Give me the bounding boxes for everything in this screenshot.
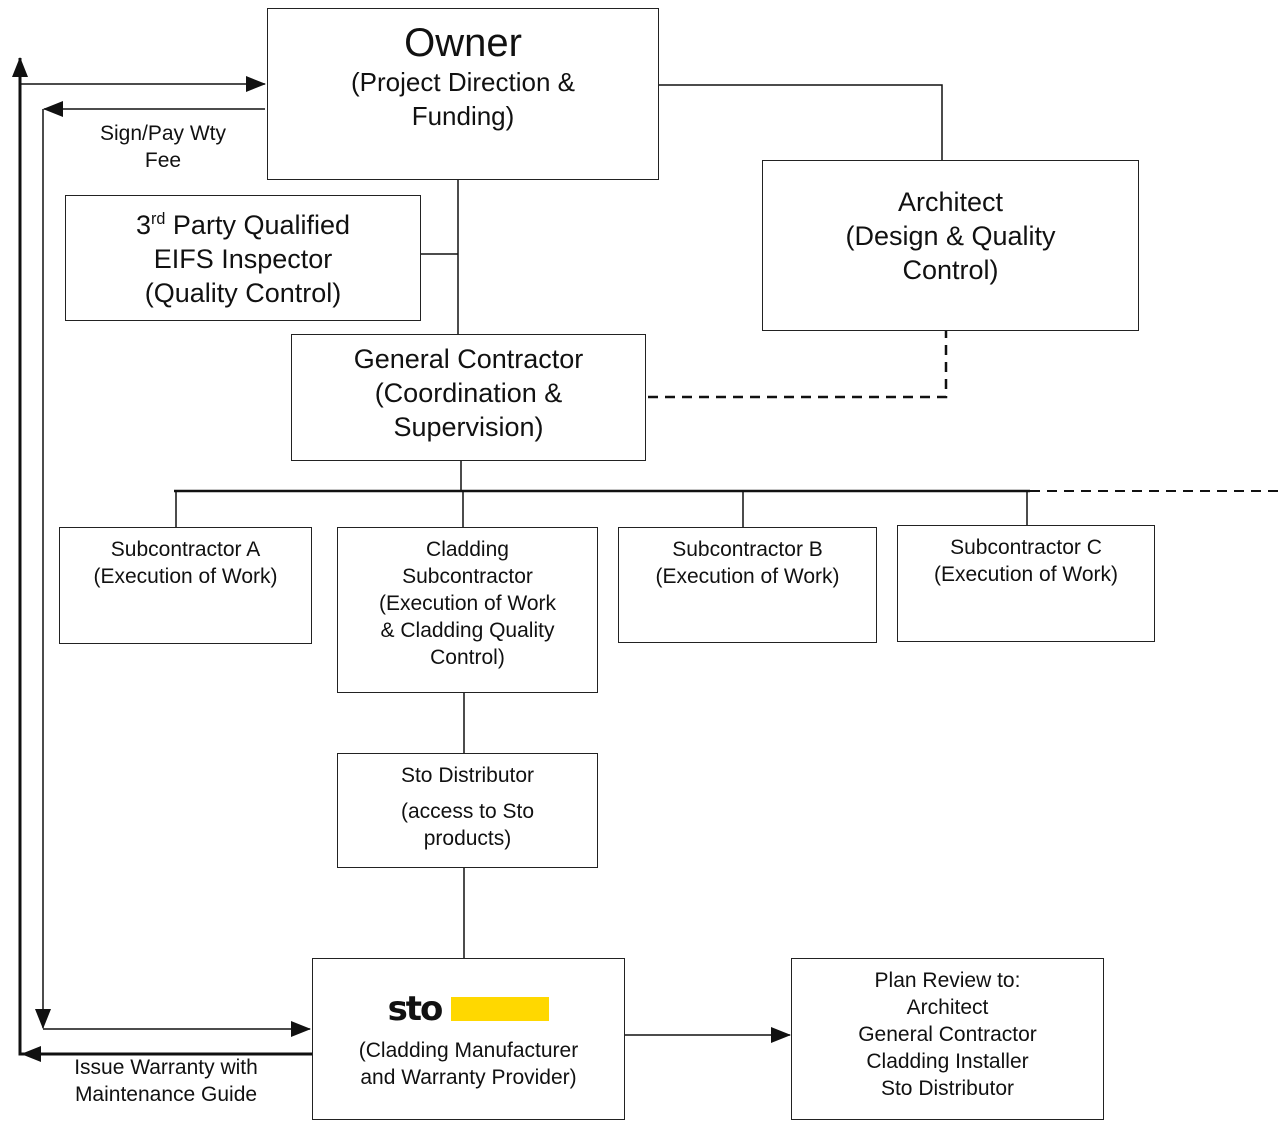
subcontractor-c-text: Subcontractor C (Execution of Work) <box>933 536 1118 586</box>
sto-logo: sto <box>313 989 624 1029</box>
inspector-rest: EIFS Inspector (Quality Control) <box>144 244 342 308</box>
subcontractor-a-text: Subcontractor A (Execution of Work) <box>93 538 278 588</box>
sign-pay-label: Sign/Pay Wty Fee <box>99 122 227 172</box>
owner-architect-line <box>658 84 943 161</box>
sto-logo-bar <box>451 997 550 1021</box>
architect-box: Architect (Design & Quality Control) <box>762 160 1139 331</box>
subcontractor-b-text: Subcontractor B (Execution of Work) <box>655 538 840 588</box>
architect-subtitle: (Design & Quality Control) <box>845 221 1056 285</box>
subcontractor-b-box: Subcontractor B (Execution of Work) <box>618 527 877 643</box>
inspector-line1: 3rd Party Qualified <box>135 210 351 240</box>
subcontractor-a-box: Subcontractor A (Execution of Work) <box>59 527 312 644</box>
owner-box: Owner (Project Direction & Funding) <box>267 8 659 180</box>
sto-manufacturer-subtitle: (Cladding Manufacturer and Warranty Prov… <box>358 1039 579 1089</box>
architect-title: Architect <box>897 187 1004 217</box>
plan-review-box: Plan Review to: Architect General Contra… <box>791 958 1104 1120</box>
sto-distributor-title: Sto Distributor <box>400 764 535 787</box>
issue-warranty-label: Issue Warranty with Maintenance Guide <box>74 1056 258 1106</box>
owner-title: Owner <box>404 21 522 65</box>
sto-logo-wordmark: sto <box>387 989 444 1029</box>
owner-subtitle: (Project Direction & Funding) <box>351 67 575 131</box>
architect-gc-dashed <box>646 328 948 399</box>
gc-subtitle: (Coordination & Supervision) <box>374 378 563 442</box>
inspector-box: 3rd Party Qualified EIFS Inspector (Qual… <box>65 195 421 321</box>
general-contractor-box: General Contractor (Coordination & Super… <box>291 334 646 461</box>
sto-distributor-subtitle: (access to Sto products) <box>400 800 535 850</box>
gc-title: General Contractor <box>353 344 584 374</box>
sto-distributor-box: Sto Distributor (access to Sto products) <box>337 753 598 868</box>
cladding-subcontractor-text: Cladding Subcontractor (Execution of Wor… <box>378 538 556 669</box>
cladding-subcontractor-box: Cladding Subcontractor (Execution of Wor… <box>337 527 598 693</box>
subcontractor-c-box: Subcontractor C (Execution of Work) <box>897 525 1155 642</box>
sto-manufacturer-box: sto (Cladding Manufacturer and Warranty … <box>312 958 625 1120</box>
plan-review-text: Plan Review to: Architect General Contra… <box>858 969 1037 1100</box>
